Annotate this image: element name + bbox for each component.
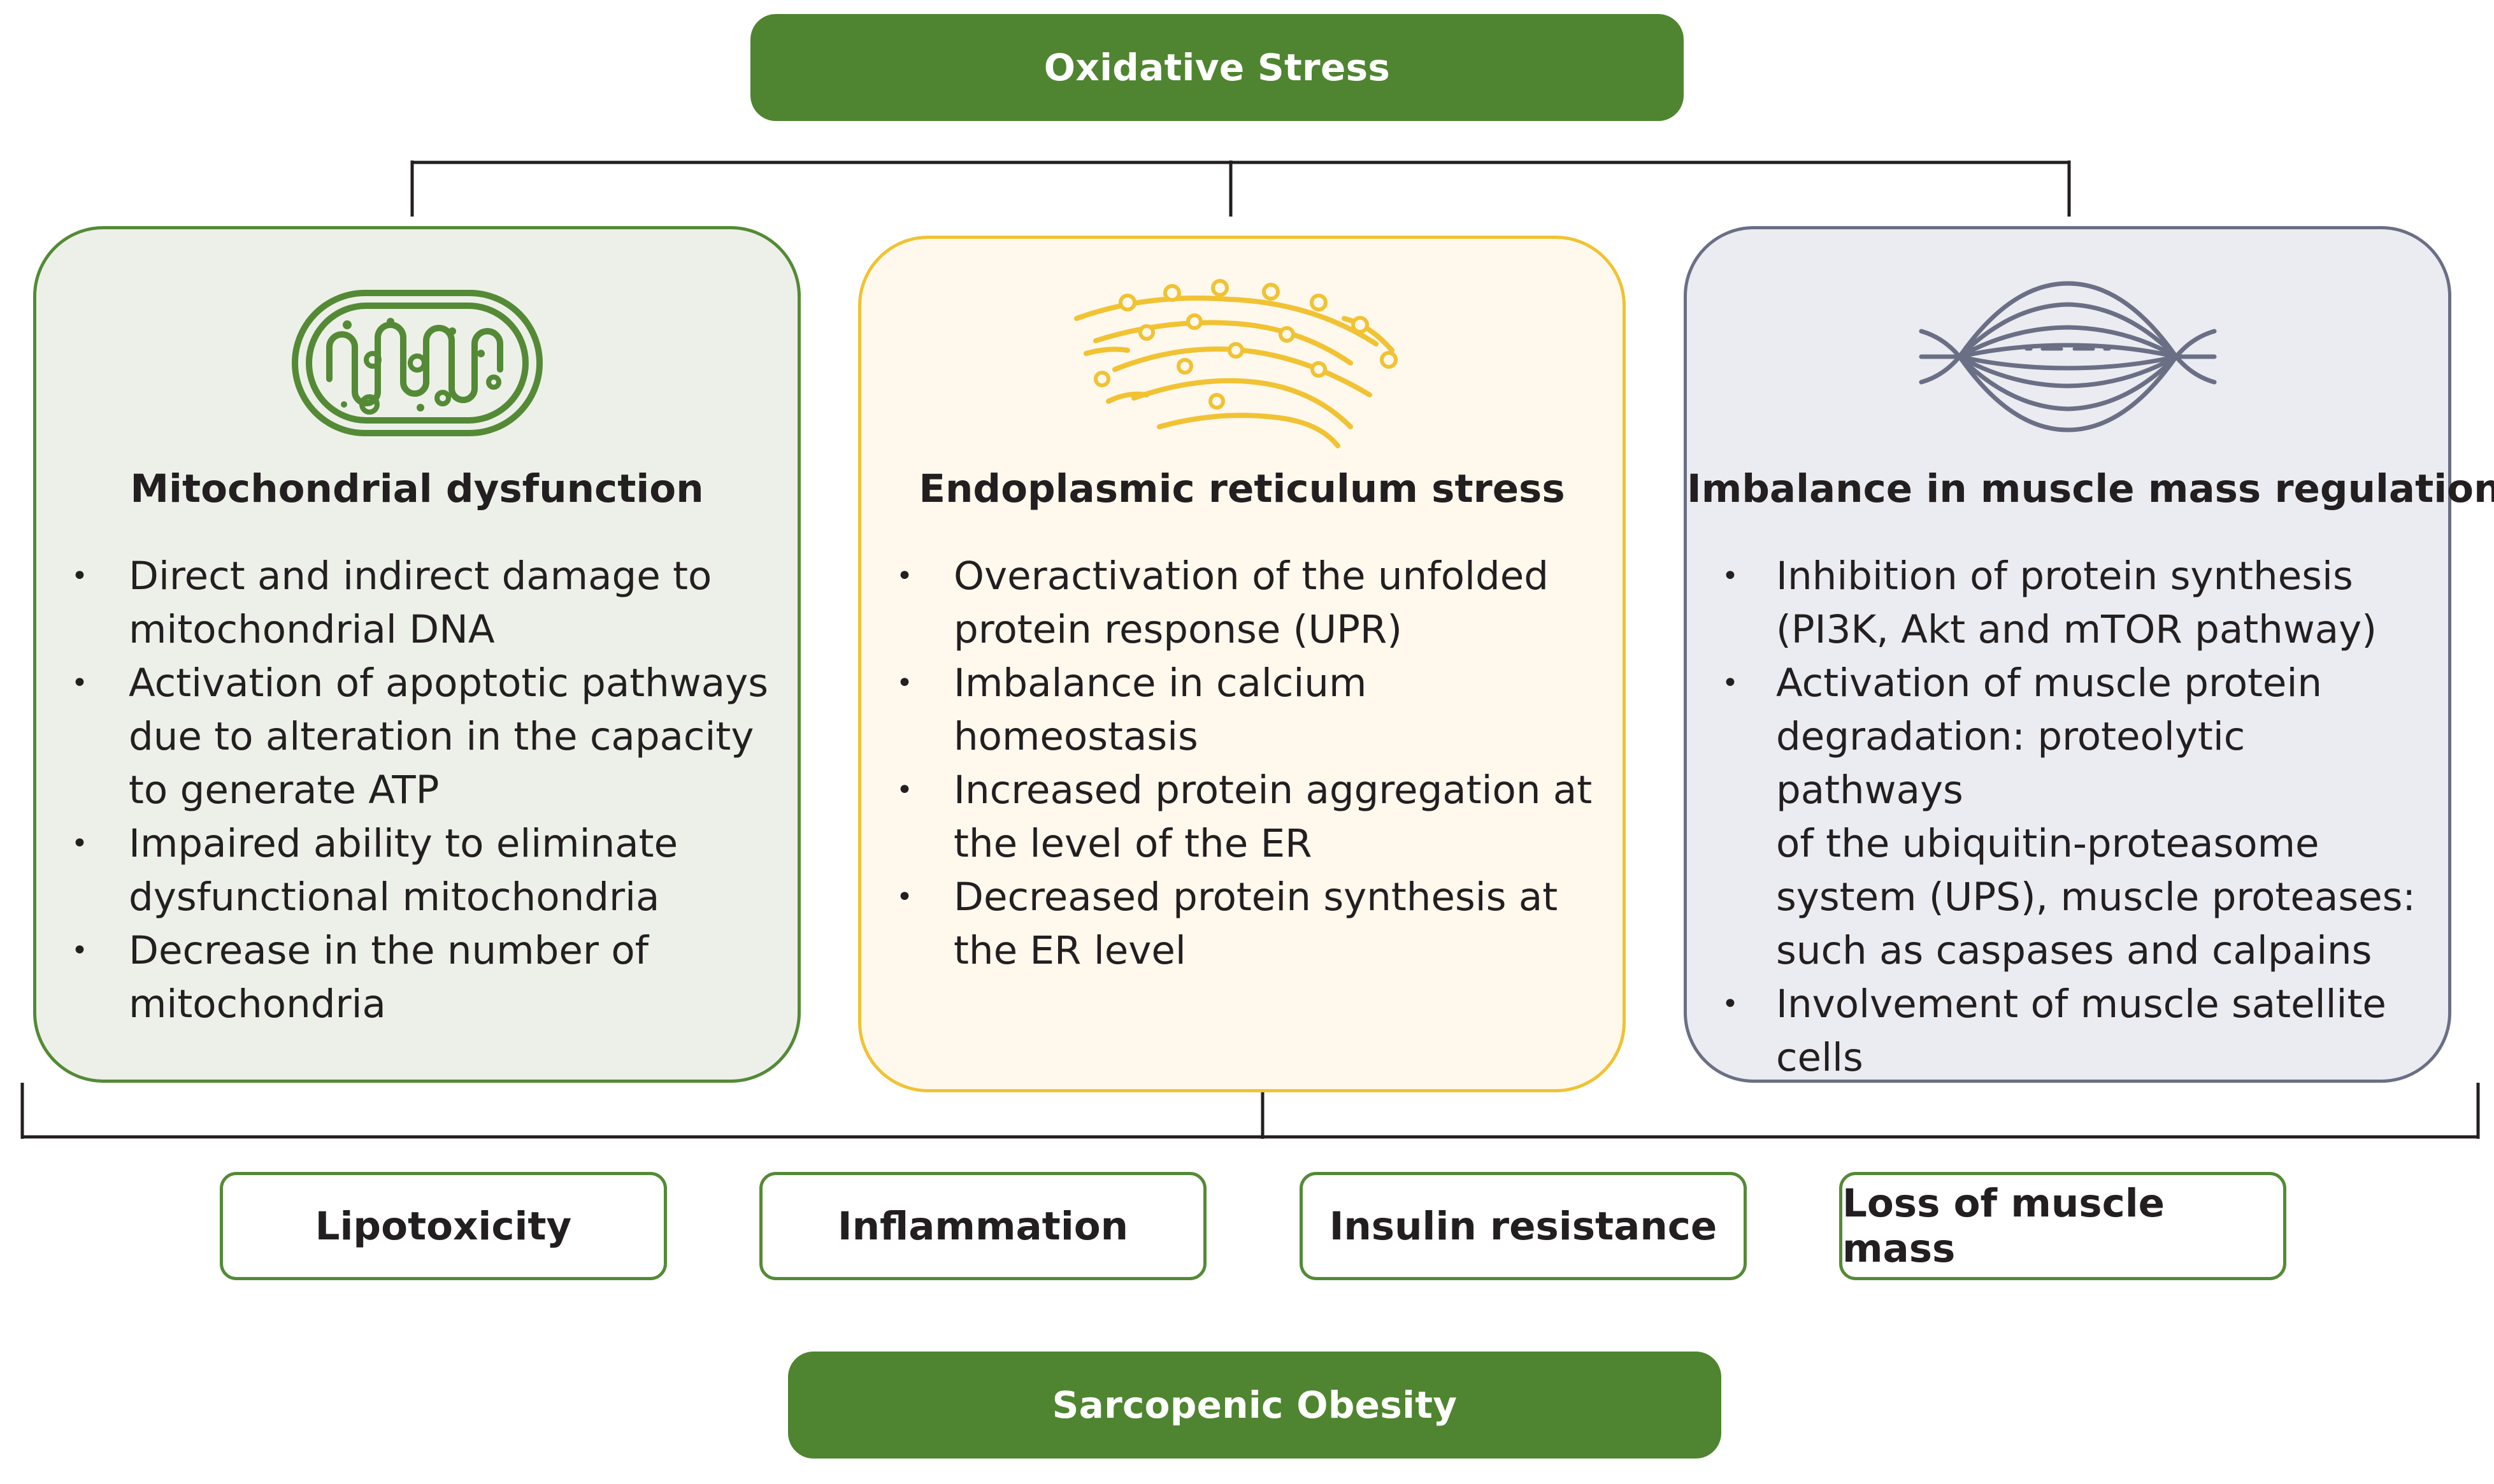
oxidative-stress-label: Oxidative Stress: [1043, 46, 1391, 89]
list-item: Overactivation of the unfolded protein r…: [861, 550, 1623, 657]
card-mitochondrial-dysfunction: Mitochondrial dysfunction Direct and ind…: [33, 226, 801, 1083]
outcome-label: Insulin resistance: [1329, 1203, 1717, 1249]
endoplasmic-reticulum-icon: [1073, 279, 1398, 448]
bullet-list: Inhibition of protein synthesis (PI3K, A…: [1687, 550, 2448, 1085]
oxidative-stress-node: Oxidative Stress: [750, 14, 1684, 121]
card-endoplasmic-reticulum-stress: Endoplasmic reticulum stress Overactivat…: [858, 236, 1626, 1092]
list-item: Direct and indirect damage to mitochondr…: [36, 550, 798, 657]
list-item: Increased protein aggregation at the lev…: [861, 764, 1623, 871]
list-item: Decrease in the number of mitochondria: [36, 924, 798, 1031]
list-item: Activation of muscle protein degradation…: [1687, 657, 2448, 978]
muscle-fiber-icon: [1919, 281, 2216, 432]
outcome-loss-of-muscle-mass: Loss of muscle mass: [1839, 1172, 2286, 1280]
sarcopenic-obesity-node: Sarcopenic Obesity: [788, 1352, 1721, 1459]
bullet-list: Overactivation of the unfolded protein r…: [861, 550, 1623, 978]
list-item: Involvement of muscle satellite cells: [1687, 978, 2448, 1085]
list-item: Imbalance in calcium homeostasis: [861, 657, 1623, 764]
outcome-label: Inflammation: [837, 1203, 1129, 1249]
list-item: Decreased protein synthesis at the ER le…: [861, 871, 1623, 978]
outcome-label: Loss of muscle mass: [1842, 1181, 2165, 1271]
card-title: Mitochondrial dysfunction: [130, 466, 704, 511]
card-title: Endoplasmic reticulum stress: [919, 466, 1565, 511]
sarcopenic-obesity-label: Sarcopenic Obesity: [1052, 1383, 1458, 1427]
outcome-label: Lipotoxicity: [315, 1203, 572, 1249]
outcome-inflammation: Inflammation: [759, 1172, 1207, 1280]
outcome-lipotoxicity: Lipotoxicity: [220, 1172, 667, 1280]
bullet-list: Direct and indirect damage to mitochondr…: [36, 550, 798, 1031]
outcome-insulin-resistance: Insulin resistance: [1300, 1172, 1747, 1280]
card-muscle-mass-regulation: Imbalance in muscle mass regulation Inhi…: [1684, 226, 2494, 1085]
card-title: Imbalance in muscle mass regulation: [1687, 466, 2494, 511]
list-item: Impaired ability to eliminate dysfunctio…: [36, 817, 798, 924]
mitochondrion-icon: [291, 290, 543, 436]
list-item: Activation of apoptotic pathways due to …: [36, 657, 798, 817]
list-item: Inhibition of protein synthesis (PI3K, A…: [1687, 550, 2448, 657]
